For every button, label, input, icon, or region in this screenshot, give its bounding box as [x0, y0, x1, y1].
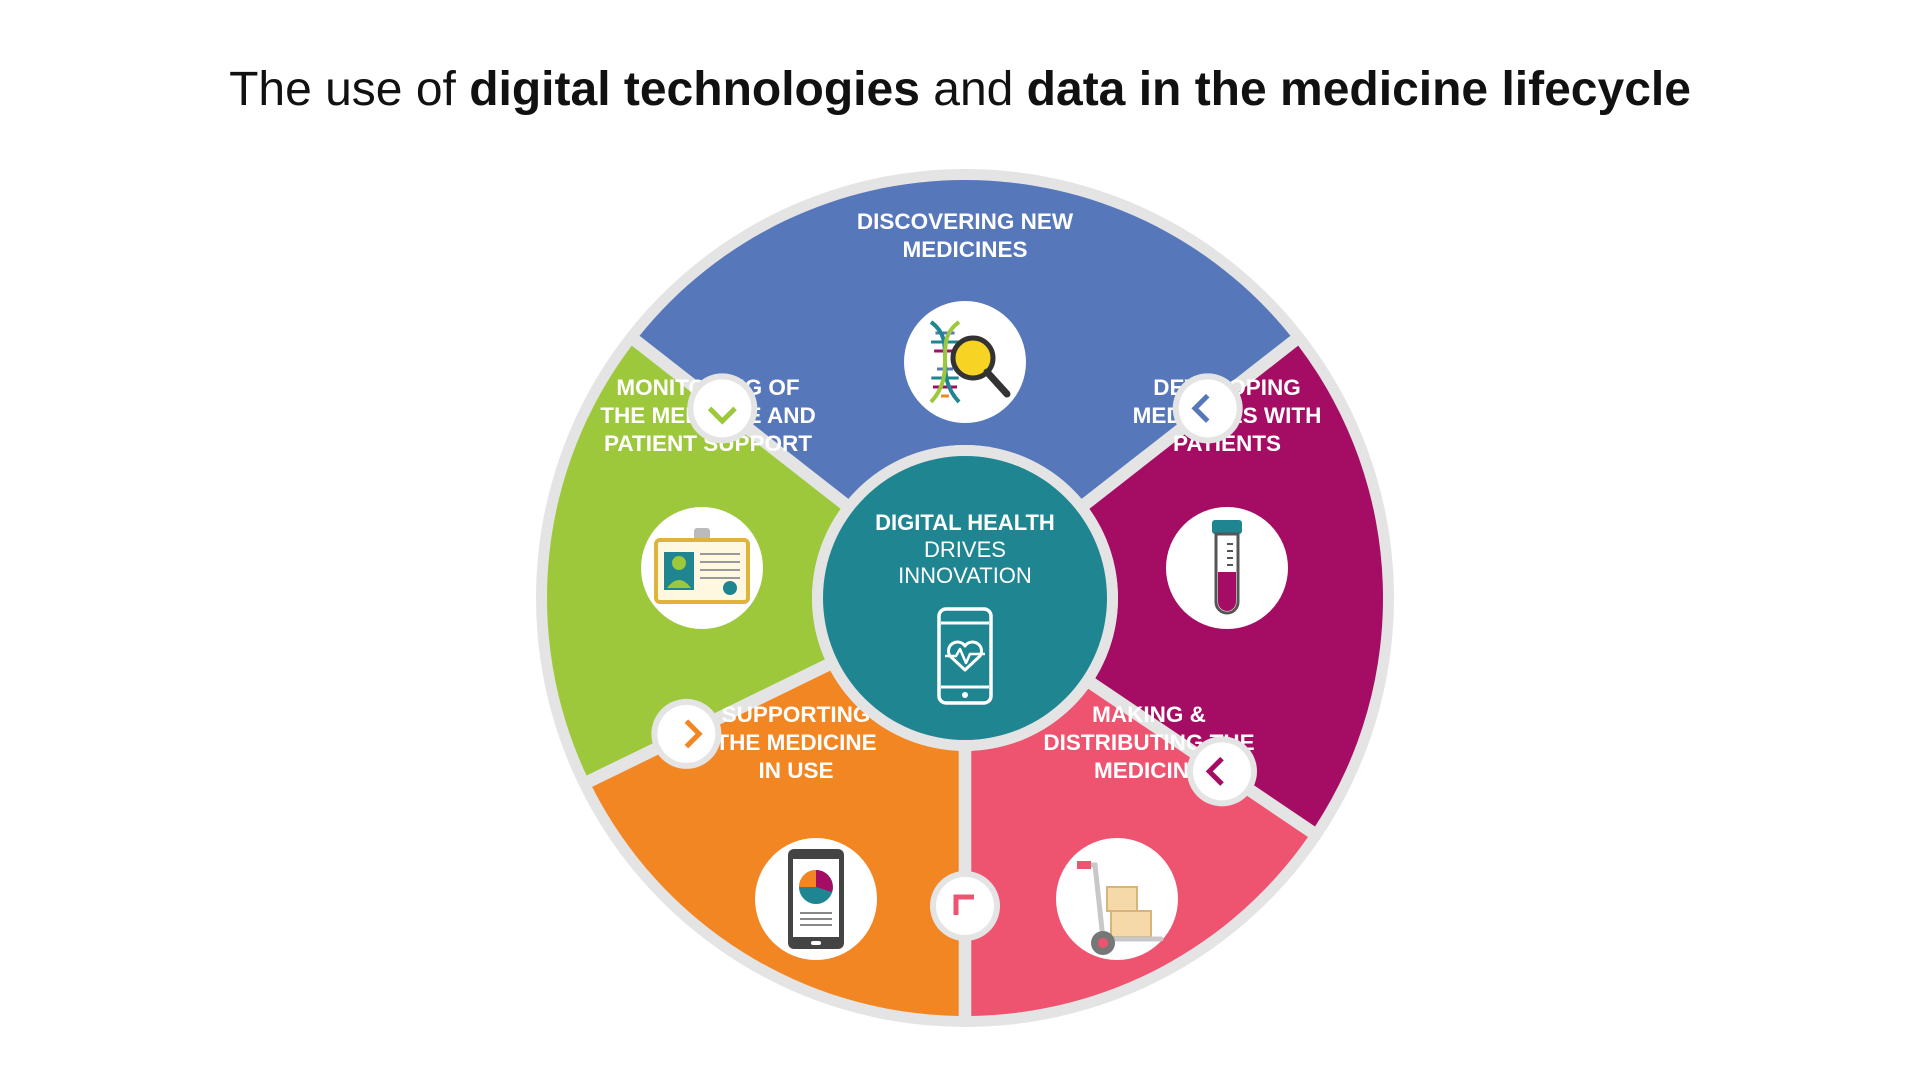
- center-circle: [823, 456, 1107, 740]
- title-bold-1: digital technologies: [469, 63, 920, 116]
- center-label-line-1: DIGITAL HEALTH: [875, 510, 1055, 535]
- dna-magnifier-icon: [904, 301, 1026, 423]
- test-tube-icon: [1166, 507, 1288, 629]
- title-part-2: and: [919, 63, 1027, 116]
- tablet-pie-chart-icon: [755, 838, 877, 960]
- chevron-arrow-icon: [684, 719, 703, 749]
- connector-discovering-to-developing: [1172, 373, 1243, 444]
- hand-truck-boxes-icon: [1056, 838, 1178, 960]
- segment-supporting-label-line-2: THE MEDICINE: [715, 730, 876, 755]
- chevron-arrow-icon: [953, 894, 974, 915]
- connector-making-to-supporting: [930, 871, 1000, 941]
- title-part-1: The use of: [229, 63, 470, 116]
- segment-discovering-label-line-1: DISCOVERING NEW: [857, 209, 1074, 234]
- chevron-arrow-icon: [1191, 393, 1210, 423]
- center-label-line-3: INNOVATION: [898, 563, 1032, 588]
- segment-discovering-label-line-2: MEDICINES: [902, 237, 1027, 262]
- title-bold-2: data in the medicine lifecycle: [1026, 63, 1691, 116]
- chevron-arrow-icon: [707, 406, 737, 425]
- connector-supporting-to-monitoring: [651, 698, 722, 769]
- id-badge-icon: [641, 507, 763, 629]
- segment-supporting-label-line-1: SUPPORTING: [722, 702, 871, 727]
- connector-developing-to-making: [1187, 736, 1258, 807]
- connector-monitoring-to-discovering: [687, 373, 758, 444]
- segment-making-label-line-3: MEDICINE: [1094, 758, 1204, 783]
- segment-supporting-label-line-3: IN USE: [758, 758, 833, 783]
- page-title: The use of digital technologies and data…: [0, 62, 1920, 117]
- center-label-line-2: DRIVES: [924, 537, 1006, 562]
- smartphone-heartbeat-icon: [937, 607, 993, 705]
- chevron-arrow-icon: [1205, 756, 1224, 786]
- segment-making-label-line-1: MAKING &: [1092, 702, 1206, 727]
